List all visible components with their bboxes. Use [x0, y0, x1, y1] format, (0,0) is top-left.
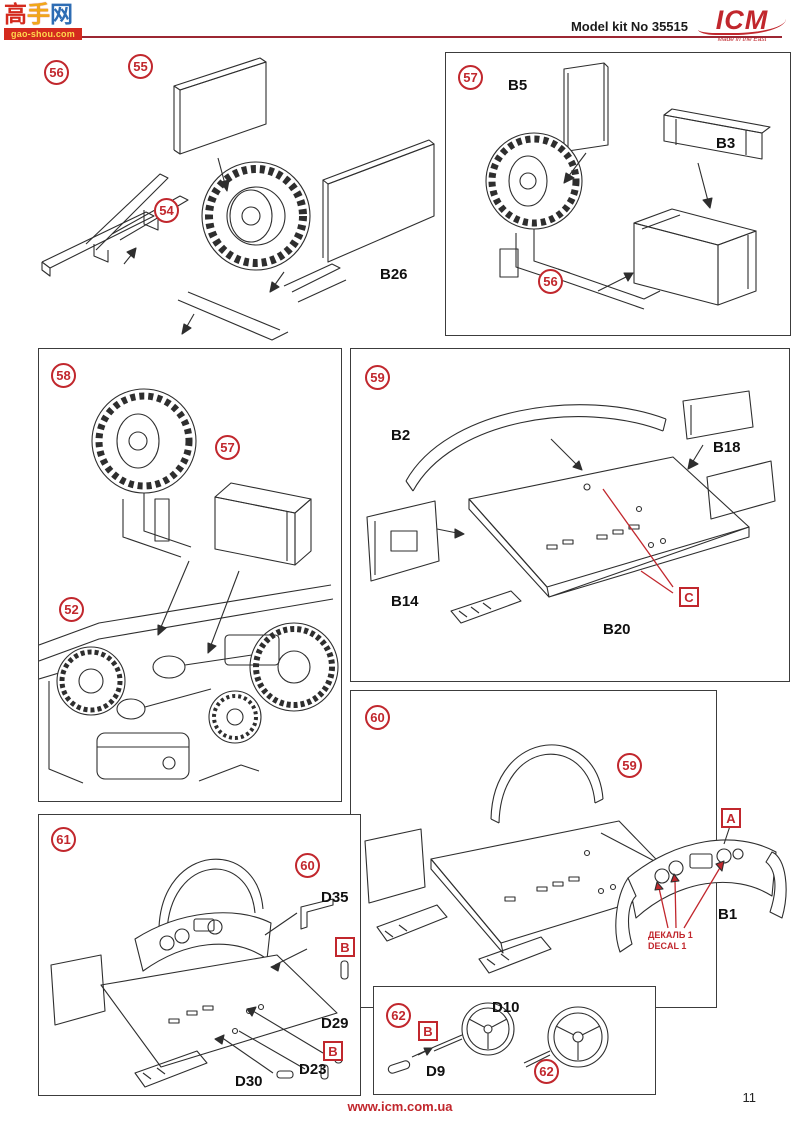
bumper-illustration [615, 819, 787, 953]
watermark-characters: 高 手 网 [4, 2, 82, 27]
step-number-59: 59 [365, 365, 390, 390]
part-label-b20: B20 [603, 621, 631, 638]
key-letter-b-lower: B [323, 1041, 343, 1061]
page-number: 11 [742, 1090, 757, 1105]
kit-number-text: Model kit No 35515 [570, 19, 688, 34]
part-label-b18: B18 [713, 439, 741, 456]
step-ref-62: 62 [534, 1059, 559, 1084]
step-ref-52: 52 [59, 597, 84, 622]
step-57-panel: 57 B5 B3 56 [445, 52, 791, 336]
step-number-60: 60 [365, 705, 390, 730]
step-number-57: 57 [458, 65, 483, 90]
part-label-b14: B14 [391, 593, 419, 610]
step-ref-56: 56 [538, 269, 563, 294]
decal-note: ДЕКАЛЬ 1 DECAL 1 [648, 930, 693, 952]
step-58-illustration [39, 388, 339, 784]
step-ref-54: 54 [154, 198, 179, 223]
part-label-b26: B26 [380, 266, 408, 283]
step-59-illustration [366, 390, 776, 624]
watermark-logo: 高 手 网 gao-shou.com [4, 2, 82, 40]
header-rule [20, 36, 782, 38]
step-60-panel: 60 59 [350, 690, 717, 1008]
part-label-b5: B5 [508, 77, 528, 94]
watermark-char-3: 网 [50, 1, 73, 27]
part-label-d30: D30 [235, 1073, 263, 1090]
part-label-d23: D23 [299, 1061, 327, 1078]
step-number-56: 56 [44, 60, 69, 85]
part-label-d10: D10 [492, 999, 520, 1016]
step-61-panel: 61 60 D35 B D29 B D23 D30 [38, 814, 361, 1096]
icm-logo: ICM Made in the East [698, 7, 786, 43]
step-number-62: 62 [386, 1003, 411, 1028]
key-letter-c: C [679, 587, 699, 607]
watermark-domain: gao-shou.com [4, 28, 82, 40]
part-label-b3: B3 [716, 135, 736, 152]
step-ref-55: 55 [128, 54, 153, 79]
step-57-illustration [485, 62, 771, 310]
footer-url: www.icm.com.ua [347, 1099, 453, 1114]
key-letter-b-upper: B [335, 937, 355, 957]
step-56-panel: 56 55 54 B26 [28, 48, 440, 348]
step-ref-57: 57 [215, 435, 240, 460]
step-62-illustration [387, 1002, 609, 1074]
icm-tagline: Made in the East [717, 36, 767, 43]
part-label-b2: B2 [391, 427, 411, 444]
step-ref-59: 59 [617, 753, 642, 778]
step-ref-60: 60 [295, 853, 320, 878]
decal-note-ru: ДЕКАЛЬ 1 [648, 930, 693, 940]
part-label-d29: D29 [321, 1015, 349, 1032]
step-58-panel: 58 57 52 [38, 348, 342, 802]
step-56-illustration [41, 57, 435, 341]
step-59-panel: 59 B2 B18 B14 B20 C [350, 348, 790, 682]
decal-note-en: DECAL 1 [648, 941, 687, 951]
part-label-d9: D9 [426, 1063, 446, 1080]
key-letter-a: A [721, 808, 741, 828]
watermark-char-2: 手 [27, 1, 50, 27]
part-label-b1: B1 [718, 906, 738, 923]
icm-logo-text: ICM [698, 7, 786, 35]
part-label-d35: D35 [321, 889, 349, 906]
step-62-panel: 62 B D10 D9 62 [373, 986, 656, 1095]
step-number-61: 61 [51, 827, 76, 852]
step-number-58: 58 [51, 363, 76, 388]
step-60-illustration [364, 744, 689, 974]
watermark-char-1: 高 [4, 1, 27, 27]
key-letter-b: B [418, 1021, 438, 1041]
step-61-illustration [50, 858, 349, 1088]
